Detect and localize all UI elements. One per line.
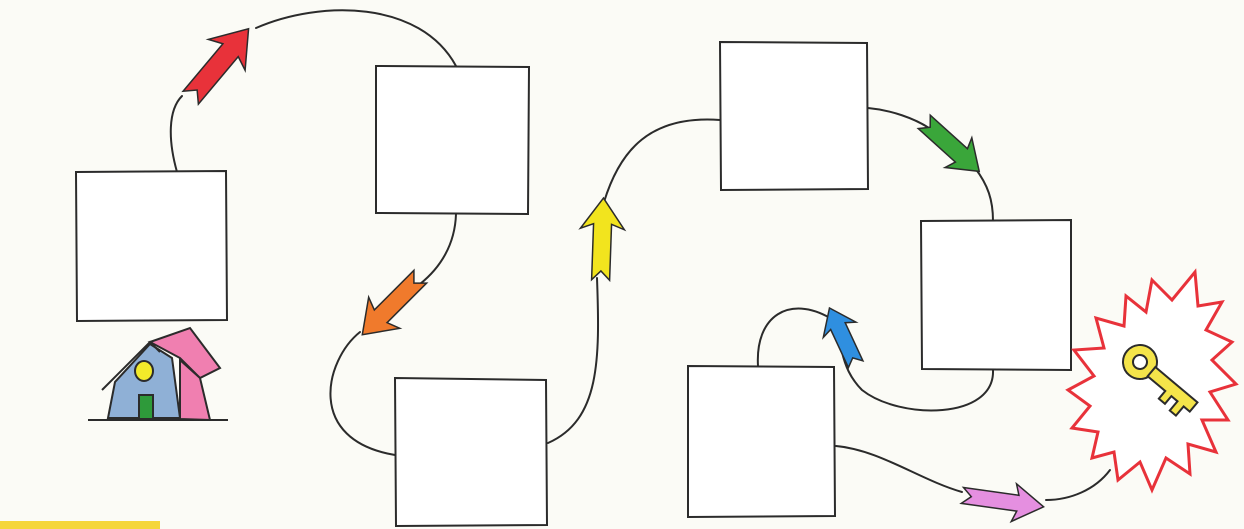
pink-arrow-icon bbox=[960, 477, 1046, 526]
blue-arrow-icon bbox=[813, 300, 872, 371]
box-6[interactable] bbox=[688, 366, 835, 517]
key-burst bbox=[1068, 272, 1236, 490]
box-4[interactable] bbox=[720, 42, 868, 190]
box-3[interactable] bbox=[395, 378, 547, 526]
orange-arrow-icon bbox=[347, 261, 436, 350]
bottom-edge-stripe bbox=[0, 521, 160, 529]
box-5[interactable] bbox=[921, 220, 1071, 370]
answer-boxes bbox=[76, 42, 1071, 526]
yellow-arrow-icon bbox=[579, 197, 626, 280]
box-2[interactable] bbox=[376, 66, 529, 214]
box-1[interactable] bbox=[76, 171, 227, 321]
red-arrow-icon bbox=[172, 13, 267, 113]
house-icon bbox=[88, 328, 228, 420]
